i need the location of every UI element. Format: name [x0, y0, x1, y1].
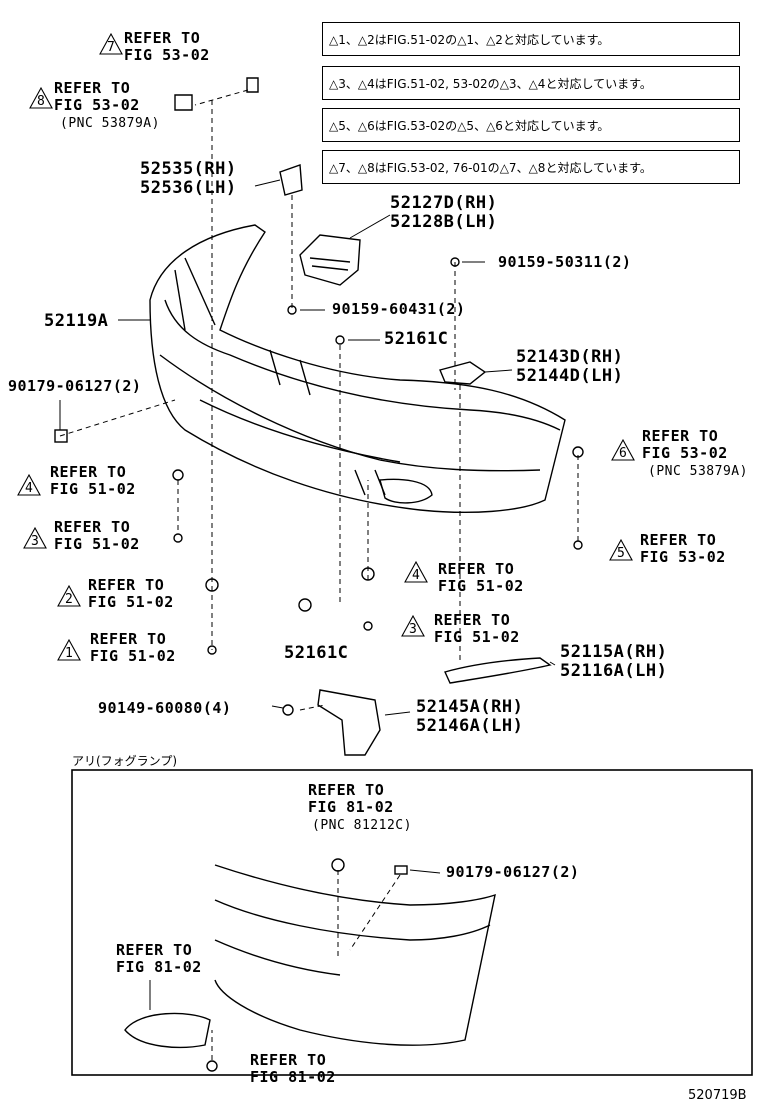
triangle-3b-number: 3 — [409, 622, 418, 637]
triangle-2-number: 2 — [65, 592, 74, 607]
triangle-6-number: 6 — [619, 446, 628, 461]
part-52119a: 52119A — [44, 311, 109, 331]
part-52535: 52535(RH) 52536(LH) — [140, 159, 237, 198]
refer-label-1: REFER TO FIG 51-02 — [90, 630, 176, 665]
figure-id: 520719B — [688, 1088, 747, 1103]
refer-label-6: REFER TO FIG 53-02 — [642, 427, 728, 462]
note-box: △1、△2はFIG.51-02の△1、△2と対応しています。 — [322, 22, 740, 56]
refer-label-3b: REFER TO FIG 51-02 — [434, 611, 520, 646]
part-52127d: 52127D(RH) 52128B(LH) — [390, 193, 498, 232]
note-text: △5、△6はFIG.53-02の△5、△6と対応しています。 — [329, 119, 610, 133]
refer-label-5: REFER TO FIG 53-02 — [640, 531, 726, 566]
part-90149-60080: 90149-60080(4) — [98, 699, 232, 717]
inset-refer-top-pnc: (PNC 81212C) — [312, 818, 412, 833]
note-box: △7、△8はFIG.53-02, 76-01の△7、△8と対応しています。 — [322, 150, 740, 184]
note-text: △1、△2はFIG.51-02の△1、△2と対応しています。 — [329, 33, 610, 47]
note-text: △3、△4はFIG.51-02, 53-02の△3、△4と対応しています。 — [329, 77, 652, 91]
triangle-5-number: 5 — [617, 546, 626, 561]
inset-caption: アリ(フォグランプ) — [72, 754, 178, 768]
triangle-7-number: 7 — [107, 40, 116, 55]
inset-refer-top: REFER TO FIG 81-02 — [308, 781, 394, 816]
triangle-4b-number: 4 — [412, 568, 421, 583]
triangle-8-number: 8 — [37, 94, 46, 109]
inset-refer-left: REFER TO FIG 81-02 — [116, 941, 202, 976]
part-52161c-b: 52161C — [284, 643, 349, 663]
part-52115a: 52115A(RH) 52116A(LH) — [560, 642, 668, 681]
part-52161c: 52161C — [384, 329, 449, 349]
refer-label-4: REFER TO FIG 51-02 — [50, 463, 136, 498]
refer-label-7: REFER TO FIG 53-02 — [124, 29, 210, 64]
triangle-1-number: 1 — [65, 646, 74, 661]
inset-part-90179: 90179-06127(2) — [446, 863, 580, 881]
note-text: △7、△8はFIG.53-02, 76-01の△7、△8と対応しています。 — [329, 161, 652, 175]
refer-label-4b: REFER TO FIG 51-02 — [438, 560, 524, 595]
part-52143d: 52143D(RH) 52144D(LH) — [516, 347, 624, 386]
note-box: △3、△4はFIG.51-02, 53-02の△3、△4と対応しています。 — [322, 66, 740, 100]
refer-label-8: REFER TO FIG 53-02 — [54, 79, 140, 114]
note-box: △5、△6はFIG.53-02の△5、△6と対応しています。 — [322, 108, 740, 142]
triangle-4-number: 4 — [25, 481, 34, 496]
part-52145a: 52145A(RH) 52146A(LH) — [416, 697, 524, 736]
refer-label-6-pnc: (PNC 53879A) — [648, 464, 748, 479]
inset-refer-bottom: REFER TO FIG 81-02 — [250, 1051, 336, 1086]
triangle-3-number: 3 — [31, 534, 40, 549]
part-90159-60431: 90159-60431(2) — [332, 300, 466, 318]
part-90159-50311: 90159-50311(2) — [498, 253, 632, 271]
part-90179-06127: 90179-06127(2) — [8, 377, 142, 395]
refer-label-2: REFER TO FIG 51-02 — [88, 576, 174, 611]
refer-label-3: REFER TO FIG 51-02 — [54, 518, 140, 553]
refer-label-8-pnc: (PNC 53879A) — [60, 116, 160, 131]
